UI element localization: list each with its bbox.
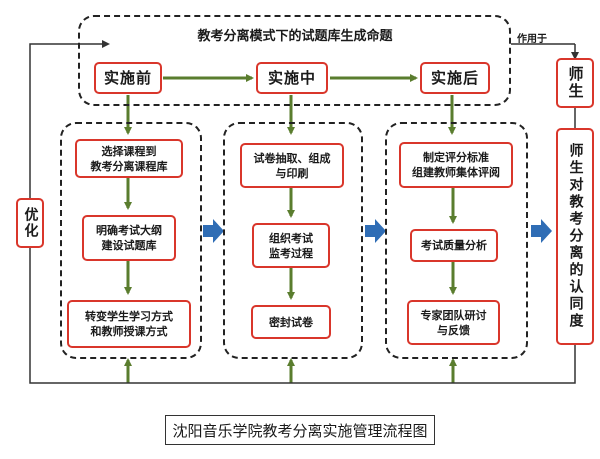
optimize-box: 优化: [16, 198, 44, 248]
blue-arrow-2: [365, 219, 386, 243]
step-paper-extraction: 试卷抽取、组成 与印刷: [240, 143, 344, 188]
feedback-line: [29, 248, 576, 384]
title-container: [78, 15, 511, 106]
column-during: [223, 122, 363, 359]
step-syllabus-question-bank: 明确考试大纲 建设试题库: [82, 215, 176, 261]
step-expert-feedback: 专家团队研讨 与反馈: [407, 300, 500, 345]
phase-before: 实施前: [94, 62, 162, 94]
teachers-students-box: 师生: [556, 58, 594, 108]
step-select-course: 选择课程到 教考分离课程库: [75, 139, 183, 178]
teachers-students-label: 师生: [566, 66, 585, 100]
step-grading-standard: 制定评分标准 组建教师集体评阅: [399, 142, 513, 188]
recognition-label: 师生对教考分离的认同度: [567, 143, 584, 330]
step-quality-analysis: 考试质量分析: [410, 229, 498, 262]
diagram-title: 教考分离模式下的试题库生成命题: [197, 29, 393, 44]
step-seal-papers: 密封试卷: [251, 305, 331, 339]
step-change-learning-teaching: 转变学生学习方式 和教师授课方式: [67, 300, 191, 348]
optimize-line: [29, 40, 110, 198]
used-for-label: 作用于: [517, 34, 547, 45]
phase-after: 实施后: [420, 62, 490, 94]
blue-arrow-1: [203, 219, 224, 243]
optimize-label: 优化: [22, 207, 39, 239]
phase-during: 实施中: [256, 62, 328, 94]
caption: 沈阳音乐学院教考分离实施管理流程图: [165, 415, 435, 445]
recognition-box: 师生对教考分离的认同度: [556, 128, 594, 345]
column-after: [385, 122, 528, 359]
column-before: [60, 122, 202, 359]
step-organize-exam: 组织考试 监考过程: [252, 223, 330, 268]
blue-arrow-3: [531, 219, 552, 243]
